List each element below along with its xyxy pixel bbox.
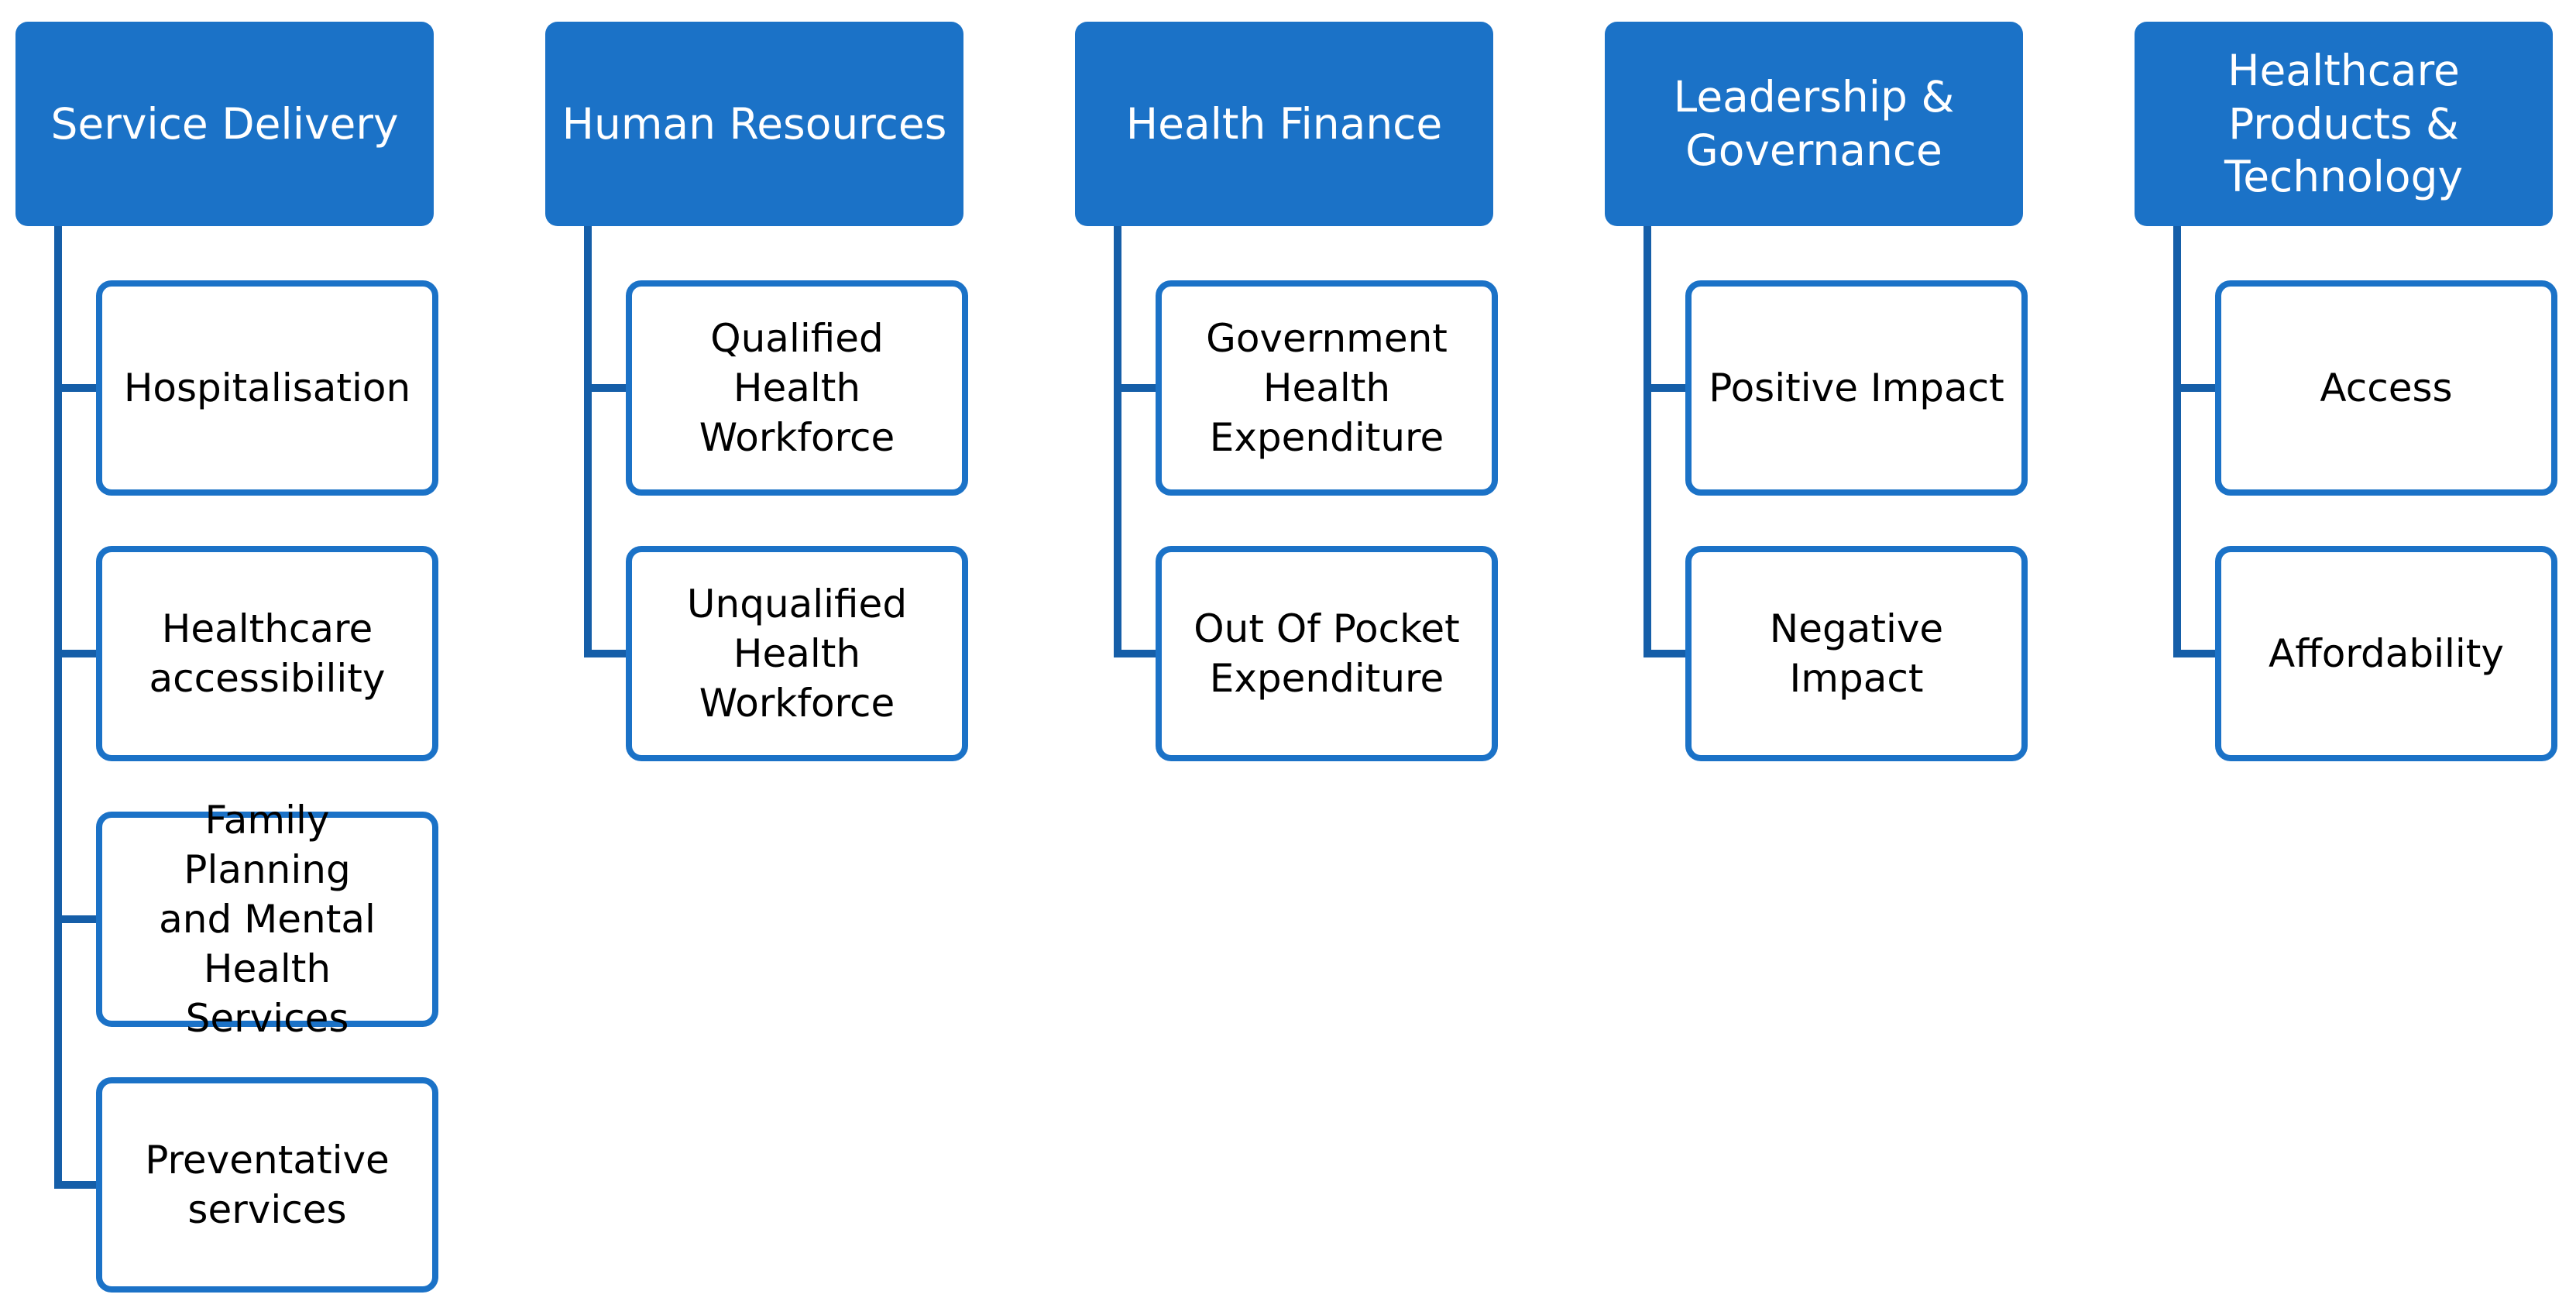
connector-spine [584,226,592,657]
category-header-healthcare-products-technology: Healthcare Products & Technology [2135,22,2553,226]
category-header-service-delivery: Service Delivery [15,22,434,226]
connector-branch [1643,384,1687,392]
item-preventative-services: Preventative services [96,1077,438,1293]
connector-spine [2173,226,2181,657]
column-leadership-governance: Leadership & Governance Positive Impact … [1589,0,2028,1308]
item-positive-impact: Positive Impact [1685,280,2028,496]
item-out-of-pocket-expenditure: Out Of Pocket Expenditure [1156,546,1498,761]
item-affordability: Affordability [2215,546,2557,761]
connector-branch [54,1181,98,1189]
column-human-resources: Human Resources Qualified Health Workfor… [530,0,968,1308]
connector-branch [1643,650,1687,657]
connector-spine [1643,226,1651,657]
connector-spine [1114,226,1121,657]
connector-branch [584,384,627,392]
column-healthcare-products-technology: Healthcare Products & Technology Access … [2119,0,2557,1308]
connector-branch [54,384,98,392]
connector-spine [54,226,62,1189]
column-health-finance: Health Finance Government Health Expendi… [1060,0,1498,1308]
connector-branch [54,650,98,657]
item-healthcare-accessibility: Healthcare accessibility [96,546,438,761]
connector-branch [2173,384,2217,392]
category-header-human-resources: Human Resources [545,22,963,226]
item-government-health-expenditure: Government Health Expenditure [1156,280,1498,496]
connector-branch [1114,650,1157,657]
item-family-planning-mental-health: Family Planning and Mental Health Servic… [96,798,438,1041]
category-header-health-finance: Health Finance [1075,22,1493,226]
item-access: Access [2215,280,2557,496]
item-qualified-health-workforce: Qualified Health Workforce [626,280,968,496]
category-header-leadership-governance: Leadership & Governance [1605,22,2023,226]
column-service-delivery: Service Delivery Hospitalisation Healthc… [0,0,438,1308]
connector-branch [1114,384,1157,392]
connector-branch [54,915,98,923]
connector-branch [2173,650,2217,657]
connector-branch [584,650,627,657]
item-negative-impact: Negative Impact [1685,546,2028,761]
item-unqualified-health-workforce: Unqualified Health Workforce [626,546,968,761]
item-hospitalisation: Hospitalisation [96,280,438,496]
